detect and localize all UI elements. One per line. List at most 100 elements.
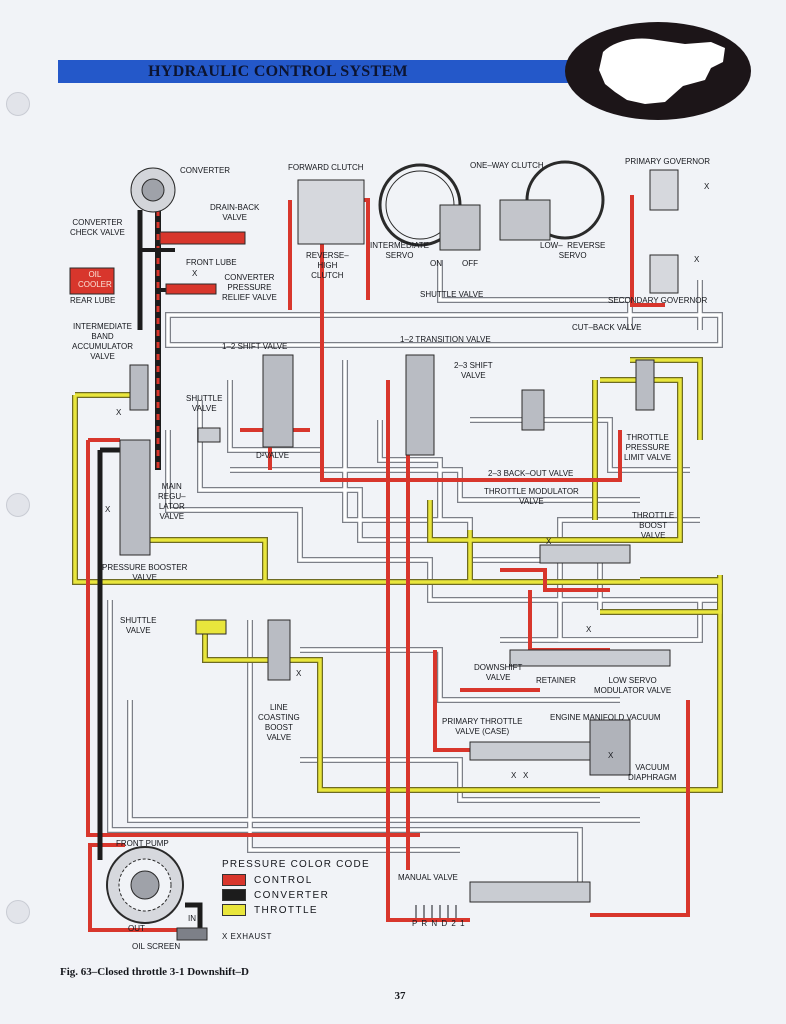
line-coasting-boost-valve-body [267, 619, 291, 681]
label-converter: CONVERTER [180, 166, 231, 175]
svg-text:X: X [105, 505, 111, 514]
label-shift-2-3-valve: 2–3 SHIFT VALVE [454, 361, 493, 380]
label-selector: P R N D 2 1 [412, 919, 466, 928]
label-low-reverse-servo: LOW– REVERSE SERVO [540, 241, 606, 260]
shift-1-2-valve-body [262, 354, 294, 448]
throttle-pressure-passages-inner [73, 358, 722, 792]
svg-text:X: X [116, 408, 122, 417]
label-pressure-relief-valve: CONVERTER PRESSURE RELIEF VALVE [222, 273, 277, 302]
svg-text:X: X [704, 182, 710, 191]
label-one-way-clutch: ONE–WAY CLUTCH [470, 161, 544, 170]
label-oil-screen: OIL SCREEN [132, 942, 181, 951]
legend-title: PRESSURE COLOR CODE [222, 859, 370, 870]
legend-swatch-converter [222, 889, 246, 901]
label-primary-throttle-valve: PRIMARY THROTTLE VALVE (CASE) [442, 717, 523, 736]
label-pressure-limit-valve: THROTTLE PRESSURE LIMIT VALVE [624, 433, 672, 462]
label-back-out-valve: 2–3 BACK–OUT VALVE [488, 469, 574, 478]
label-vacuum-diaphragm: VACUUM DIAPHRAGM [628, 763, 677, 782]
label-converter-check-valve: CONVERTER CHECK VALVE [70, 218, 125, 237]
label-low-servo-modulator-valve: LOW SERVO MODULATOR VALVE [594, 676, 672, 695]
legend-label: CONVERTER [254, 889, 330, 901]
label-reverse-high-clutch: REVERSE– HIGH CLUTCH [306, 251, 349, 280]
label-throttle-modulator-valve: THROTTLE MODULATOR VALVE [484, 487, 579, 506]
svg-text:X: X [608, 751, 614, 760]
binder-hole [6, 92, 30, 116]
label-front-lube: FRONT LUBE [186, 258, 237, 267]
converter-body [130, 167, 176, 213]
label-line-coasting-boost-valve: LINE COASTING BOOST VALVE [258, 703, 300, 742]
transmission-emblem [565, 22, 751, 120]
svg-text:X: X [511, 771, 517, 780]
label-forward-clutch: FORWARD CLUTCH [288, 163, 364, 172]
shift-2-3-valve-body [405, 354, 435, 456]
secondary-governor-body [649, 254, 679, 294]
label-engine-manifold-vacuum: ENGINE MANIFOLD VACUUM [550, 713, 661, 722]
transition-valve-body [521, 389, 545, 431]
page-number: 37 [394, 990, 406, 1002]
svg-text:X: X [523, 771, 529, 780]
legend-exhaust: X EXHAUST [222, 932, 272, 941]
oil-screen-body [176, 927, 208, 941]
front-pump-body [106, 846, 184, 924]
binder-hole [6, 900, 30, 924]
label-downshift-valve: DOWNSHIFT VALVE [474, 663, 523, 682]
legend-swatch-throttle [222, 904, 246, 916]
legend-label: THROTTLE [254, 904, 318, 916]
svg-text:X: X [296, 669, 302, 678]
label-main-regulator-valve: MAIN REGU– LATOR VALVE [158, 482, 186, 521]
label-d2-valve: D²VALVE [256, 451, 290, 460]
legend-swatch-control [222, 874, 246, 886]
drain-back-valve-body [159, 231, 246, 245]
downshift-valve-body [509, 649, 671, 667]
svg-text:X: X [192, 269, 198, 278]
label-servo-on: ON [430, 259, 442, 268]
label-shuttle-valve-left: SHUTTLE VALVE [186, 394, 223, 413]
page-title: HYDRAULIC CONTROL SYSTEM [148, 63, 408, 80]
forward-clutch-body [297, 179, 365, 245]
label-pump-out: OUT [128, 924, 145, 933]
primary-governor-body [649, 169, 679, 211]
label-shuttle-valve-lower: SHUTTLE VALVE [120, 616, 157, 635]
selector-ticks [415, 905, 457, 918]
exhaust-marks: X X X X X X X X X X X [105, 182, 710, 780]
accumulator-valve-body [129, 364, 149, 411]
label-retainer: RETAINER [536, 676, 576, 685]
label-oil-cooler: OIL COOLER [78, 270, 112, 289]
figure-caption: Fig. 63–Closed throttle 3-1 Downshift–D [60, 966, 249, 978]
transmission-silhouette-icon [599, 38, 725, 104]
valve-bodies [69, 160, 679, 941]
intermediate-servo-body [439, 204, 481, 251]
label-secondary-governor: SECONDARY GOVERNOR [608, 296, 708, 305]
main-regulator-valve-body [119, 439, 151, 556]
label-front-pump: FRONT PUMP [116, 839, 169, 848]
svg-text:X: X [586, 625, 592, 634]
label-shift-1-2-valve: 1–2 SHIFT VALVE [222, 342, 288, 351]
manual-valve-body [469, 881, 591, 903]
legend-item-throttle: THROTTLE [222, 904, 318, 916]
label-manual-valve: MANUAL VALVE [398, 873, 458, 882]
label-rear-lube: REAR LUBE [70, 296, 116, 305]
shuttle-valve-left-body [197, 427, 221, 443]
oil-cooler-body [69, 267, 115, 295]
title-banner: HYDRAULIC CONTROL SYSTEM [58, 60, 618, 83]
label-servo-off: OFF [462, 259, 478, 268]
label-pressure-booster-valve: PRESSURE BOOSTER VALVE [102, 563, 188, 582]
control-pressure-passages [86, 195, 690, 932]
pressure-relief-valve-body [165, 283, 217, 295]
vacuum-diaphragm-body [589, 719, 631, 776]
svg-text:X: X [694, 255, 700, 264]
line-pressure-passages-inner [108, 260, 722, 900]
label-transition-valve: 1–2 TRANSITION VALVE [400, 335, 491, 344]
label-drain-back-valve: DRAIN-BACK VALVE [210, 203, 260, 222]
legend-item-converter: CONVERTER [222, 889, 329, 901]
label-throttle-boost-valve: THROTTLE BOOST VALVE [632, 511, 675, 540]
binder-hole [6, 493, 30, 517]
label-accumulator-valve: INTERMEDIATE BAND ACCUMULATOR VALVE [72, 322, 134, 361]
cut-back-valve-body [635, 359, 655, 411]
shuttle-valve-lower-body [195, 619, 227, 635]
low-reverse-servo-body [499, 199, 551, 241]
label-intermediate-servo: INTERMEDIATE SERVO [370, 241, 429, 260]
label-primary-governor: PRIMARY GOVERNOR [625, 157, 711, 166]
